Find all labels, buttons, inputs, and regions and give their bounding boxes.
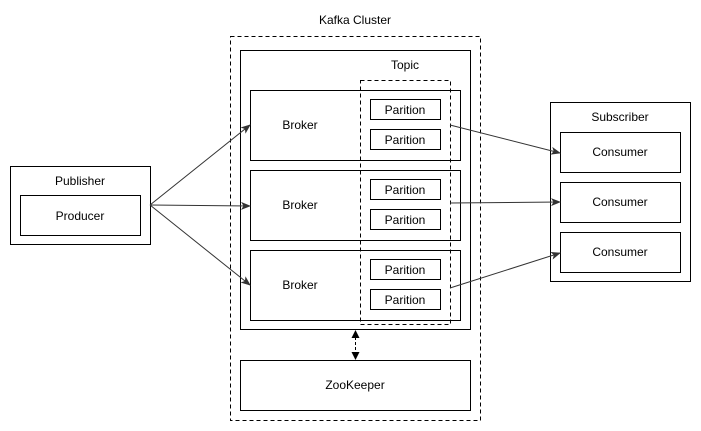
zookeeper-label: ZooKeeper <box>325 378 384 392</box>
arrow-partition-to-consumer-1 <box>449 124 561 155</box>
topic-label: Topic <box>391 58 419 72</box>
arrow-publisher-to-broker-3 <box>149 204 251 286</box>
broker-label-3: Broker <box>282 278 317 292</box>
consumer-label: Consumer <box>592 195 647 209</box>
kafka-cluster-label: Kafka Cluster <box>319 13 391 27</box>
kafka-cluster-boundary <box>230 36 481 421</box>
partition-label: Parition <box>385 133 426 147</box>
consumer-box <box>560 132 681 173</box>
partition-label: Parition <box>385 293 426 307</box>
partition-box <box>370 129 441 150</box>
partition-label: Parition <box>385 183 426 197</box>
publisher-label: Publisher <box>55 174 105 188</box>
arrow-down-icon <box>351 352 360 360</box>
partition-label: Parition <box>385 263 426 277</box>
arrow-publisher-to-broker-1 <box>149 124 251 206</box>
partition-box <box>370 99 441 120</box>
producer-box <box>20 195 141 236</box>
arrow-publisher-to-broker-2 <box>149 201 251 210</box>
consumer-box <box>560 182 681 223</box>
partition-label: Parition <box>385 213 426 227</box>
producer-label: Producer <box>56 209 105 223</box>
partition-box <box>370 209 441 230</box>
subscriber-label: Subscriber <box>591 110 648 124</box>
partition-label: Parition <box>385 103 426 117</box>
arrow-up-icon <box>351 330 360 338</box>
consumer-label: Consumer <box>592 145 647 159</box>
broker-label-2: Broker <box>282 198 317 212</box>
partition-box <box>370 259 441 280</box>
consumer-label: Consumer <box>592 245 647 259</box>
broker-label-1: Broker <box>282 118 317 132</box>
partition-box <box>370 179 441 200</box>
arrow-partition-to-consumer-2 <box>449 198 561 207</box>
arrow-partition-to-consumer-3 <box>449 251 561 289</box>
partition-box <box>370 289 441 310</box>
zookeeper-box <box>240 360 471 411</box>
consumer-box <box>560 232 681 273</box>
